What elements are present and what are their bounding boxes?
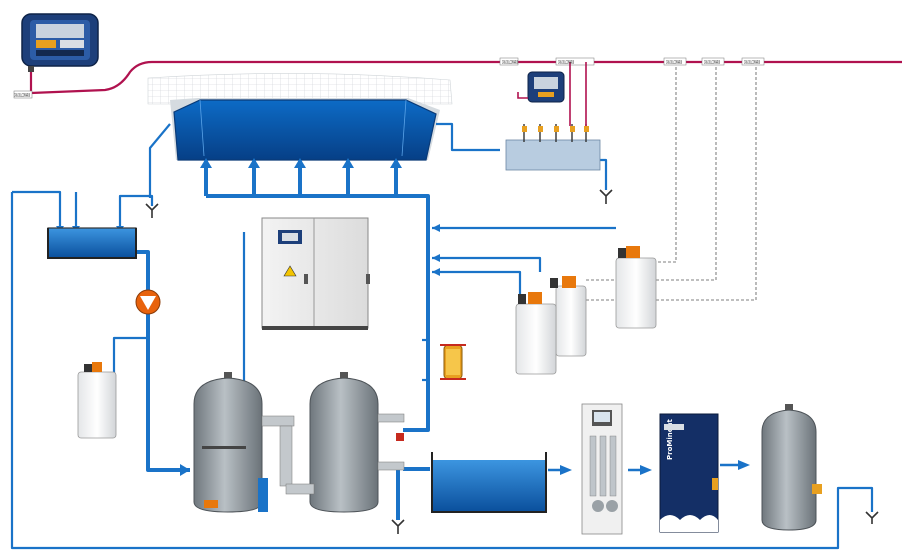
membrane-unit-icon: ProMinent [659,413,719,533]
pool-icon [147,73,453,161]
sensor-unit-icon [505,62,601,171]
connecting-pipes [548,463,744,472]
final-vessel-icon [761,404,822,531]
chemical-tank-icon [77,362,117,439]
bus-label-2: CAN DULCOMARIN [558,60,574,66]
uv-system-icon [581,403,623,535]
bus-label-left: CAN DULCOMARIN [14,93,30,99]
dosing-pump-icon [515,246,657,375]
bus-label-5: CAN DULCOMARIN [744,60,760,66]
can-bus-line [29,60,902,95]
thin-water-pipes [10,122,874,550]
control-cabinet-icon [261,217,370,330]
controller-icon[interactable] [21,13,99,72]
buffer-tank-icon [431,452,547,513]
bus-tags [13,57,765,99]
drain-icon [145,189,879,534]
bus-label-4: CAN DULCOMARIN [704,60,720,66]
bus-label-1: CAN DULCOMARIN [502,60,518,66]
circulation-pump-icon[interactable] [135,289,161,315]
filtration-label: ProMinent [666,419,674,460]
surge-tank-icon [47,227,137,259]
bus-label-3: CAN DULCOMARIN [666,60,682,66]
heat-exchanger-icon [440,344,466,380]
bus-dashed-lines [560,62,757,301]
filter-vessel-icon [193,372,405,513]
